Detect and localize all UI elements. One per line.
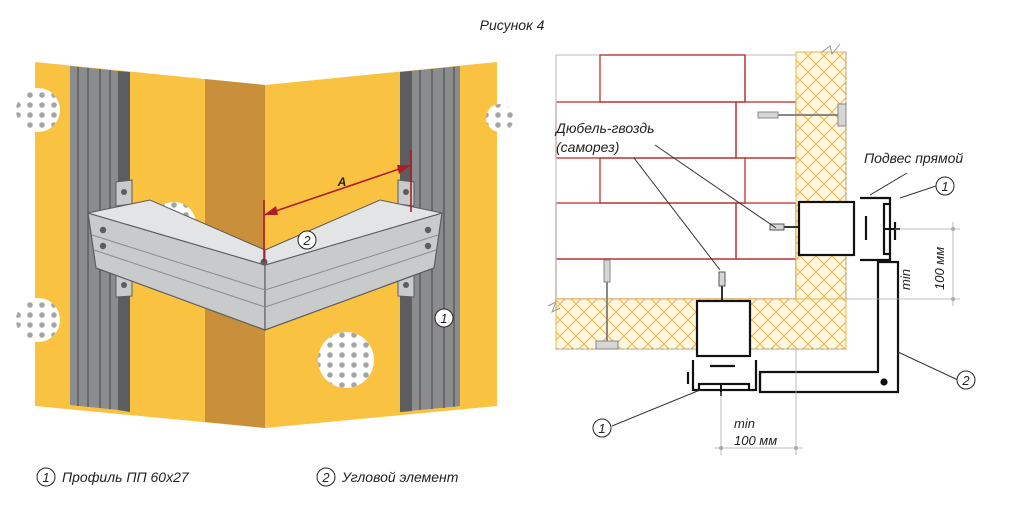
svg-text:1: 1: [941, 179, 948, 194]
min-vertical-label-1: min: [898, 269, 913, 290]
svg-text:1: 1: [598, 421, 605, 436]
leader-lines: [611, 144, 959, 427]
marker-1-section-bottom: 1: [592, 418, 612, 438]
hanger-tab-left-top: [115, 179, 133, 207]
min-horizontal-label-1: min: [734, 416, 755, 431]
svg-text:1: 1: [440, 311, 447, 326]
perforated-disc-left-mid: [16, 298, 60, 342]
profile-upper: [797, 196, 900, 262]
legend-text-1: Профиль ПП 60х27: [62, 469, 190, 485]
svg-text:2: 2: [321, 470, 330, 485]
anchor-top: [757, 103, 847, 127]
marker-1-left: 1: [434, 308, 454, 328]
dimension-lines: [714, 222, 960, 455]
corner-element-section: [758, 260, 900, 394]
dimension-a-label: A: [337, 175, 347, 189]
legend-item-1: 1 Профиль ПП 60х27: [36, 467, 190, 487]
marker-1-section-top: 1: [935, 176, 955, 196]
marker-2-left: 2: [297, 230, 317, 250]
marker-2-section: 2: [956, 370, 976, 390]
legend: 1 Профиль ПП 60х27 2 Угловой элемент: [36, 467, 459, 487]
dowel-label-line2: (саморез): [556, 139, 619, 155]
legend-item-2: 2 Угловой элемент: [316, 467, 459, 487]
insulation-vertical: [795, 51, 847, 300]
perforated-disc-right-top: [486, 104, 514, 132]
break-mark-top: [821, 43, 841, 56]
anchor-bottom: [595, 259, 619, 350]
legend-text-2: Угловой элемент: [341, 469, 459, 485]
direct-hanger-label: Подвес прямой: [864, 150, 963, 166]
dowel-screw-lower: [718, 271, 726, 302]
svg-text:2: 2: [961, 373, 970, 388]
perforated-disc-left-top: [16, 88, 60, 132]
dimension-a: [263, 150, 412, 262]
perforated-disc-right-low: [318, 332, 374, 388]
min-horizontal-label-2: 100 мм: [734, 433, 777, 448]
hanger-tab-right-top: [397, 179, 415, 207]
svg-text:2: 2: [302, 233, 311, 248]
dowel-label-line1: Дюбель-гвоздь: [554, 120, 655, 136]
figure-title: Рисунок 4: [480, 17, 545, 33]
break-mark-left: [547, 300, 561, 314]
section-drawing: 1 2 1 Дюбель-гвоздь (саморез) Подвес пря…: [547, 43, 976, 455]
svg-text:1: 1: [42, 470, 49, 485]
min-vertical-label-2: 100 мм: [932, 247, 947, 290]
brick-wall: [555, 54, 797, 302]
profile-lower: [686, 299, 758, 396]
dimension-ticks: [719, 227, 955, 450]
corner-3d-illustration: A 2 1: [16, 62, 514, 428]
